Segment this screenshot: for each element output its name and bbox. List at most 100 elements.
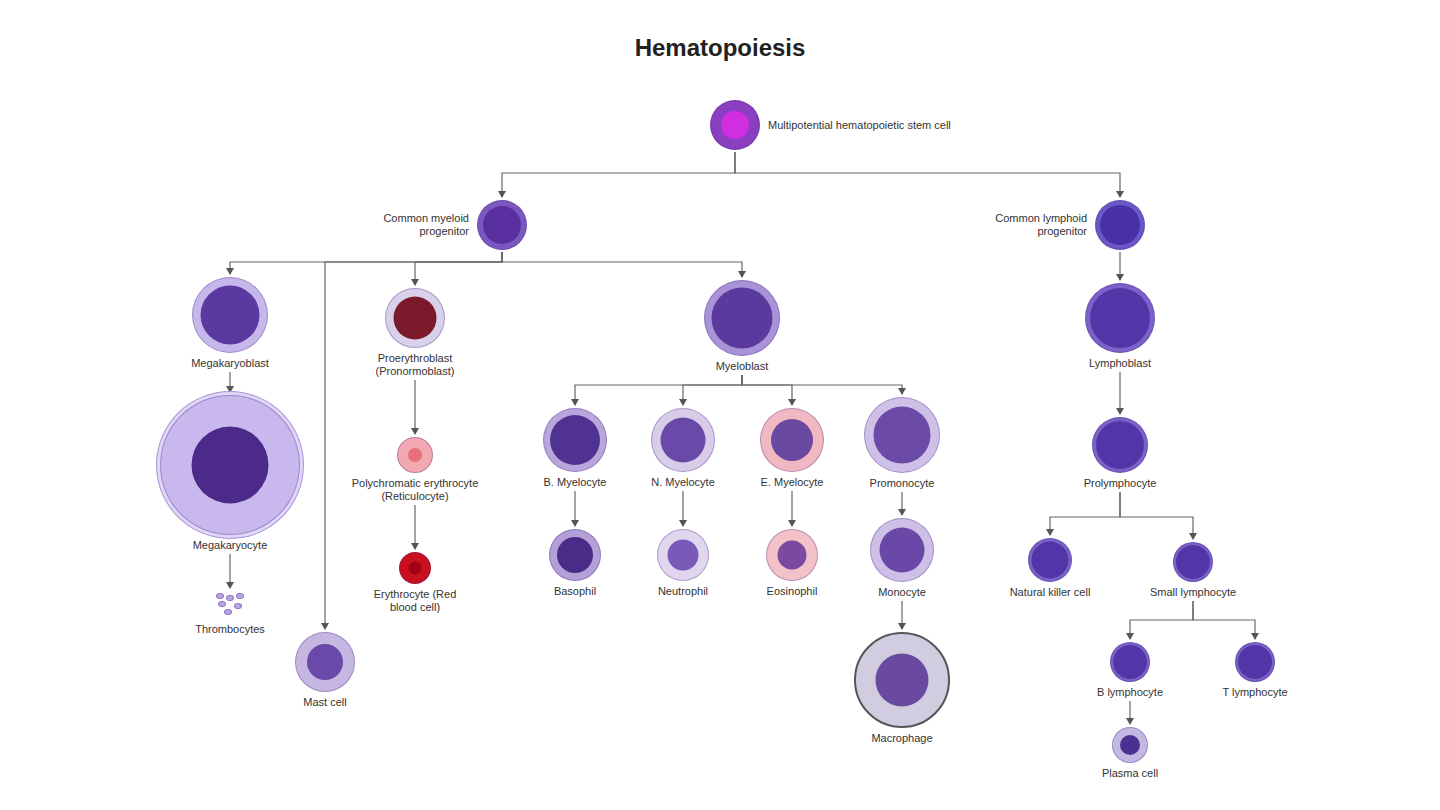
cell-label: Common lymphoid progenitor: [977, 212, 1087, 238]
cell-label: Common myeloid progenitor: [359, 212, 469, 238]
cell-label: Multipotential hematopoietic stem cell: [768, 119, 951, 132]
cell-label: Monocyte: [878, 586, 926, 599]
cell-nucleus: [712, 288, 773, 349]
lineage-arrow: [683, 375, 742, 405]
cell-label: B lymphocyte: [1097, 686, 1163, 699]
cell-node: Multipotential hematopoietic stem cell: [710, 100, 951, 150]
cell-nucleus: [557, 537, 593, 573]
cell-picture: [1092, 417, 1148, 473]
cell-nucleus: [1032, 542, 1069, 579]
cell-picture: [477, 200, 527, 250]
cell-picture: [216, 591, 244, 619]
cell-label: Promonocyte: [870, 477, 935, 490]
cell-label: Neutrophil: [658, 585, 708, 598]
cell-node: B lymphocyte: [1097, 642, 1163, 699]
cell-picture: [1112, 727, 1148, 763]
cell-label: Eosinophil: [767, 585, 818, 598]
cell-nucleus: [307, 644, 343, 680]
cell-node: E. Myelocyte: [760, 408, 824, 489]
cell-node: T lymphocyte: [1222, 642, 1287, 699]
cell-label: Proerythroblast (Pronormoblast): [360, 352, 470, 378]
cell-picture: [397, 437, 433, 473]
lineage-arrow: [325, 252, 502, 629]
cell-picture: [1085, 283, 1155, 353]
lineage-arrow: [229, 554, 230, 588]
platelet-dot: [218, 601, 226, 607]
cell-label: Polychromatic erythrocyte (Reticulocyte): [340, 477, 490, 503]
cell-node: Small lymphocyte: [1150, 542, 1236, 599]
cell-picture: [657, 529, 709, 581]
cell-nucleus: [1090, 288, 1150, 348]
cell-label: Basophil: [554, 585, 596, 598]
cell-nucleus: [550, 415, 600, 465]
lineage-arrow: [791, 491, 792, 526]
lineage-arrow: [1119, 252, 1120, 280]
platelet-dot: [234, 603, 242, 609]
cell-nucleus: [721, 111, 749, 139]
cell-nucleus: [661, 418, 706, 463]
lineage-arrow: [1129, 701, 1130, 724]
lineage-arrow: [735, 152, 1120, 197]
cell-picture: [385, 288, 445, 348]
lineage-arrow: [901, 601, 902, 629]
cell-label: T lymphocyte: [1222, 686, 1287, 699]
cell-node: N. Myelocyte: [651, 408, 715, 489]
cell-node: Megakaryoblast: [191, 277, 269, 370]
lineage-arrow: [1119, 372, 1120, 414]
cell-node: Neutrophil: [657, 529, 709, 598]
platelet-dot: [226, 595, 234, 601]
cell-nucleus: [668, 540, 699, 571]
cell-node: Polychromatic erythrocyte (Reticulocyte): [340, 437, 490, 503]
cell-picture: [651, 408, 715, 472]
cell-node: Erythrocyte (Red blood cell): [365, 552, 465, 614]
cell-picture: [766, 529, 818, 581]
cell-nucleus: [201, 286, 260, 345]
cell-nucleus: [874, 407, 931, 464]
cell-picture: [192, 277, 268, 353]
cell-nucleus: [1100, 205, 1140, 245]
cell-node: Common myeloid progenitor: [359, 200, 527, 250]
platelet-dot: [224, 609, 232, 615]
cell-node: Natural killer cell: [1010, 538, 1091, 599]
cell-picture: [864, 397, 940, 473]
cell-label: E. Myelocyte: [761, 476, 824, 489]
lineage-arrow: [415, 252, 502, 285]
cell-node: Mast cell: [295, 632, 355, 709]
platelet-dot: [216, 593, 224, 599]
cell-label: B. Myelocyte: [544, 476, 607, 489]
cell-picture: [870, 518, 934, 582]
cell-node: Eosinophil: [766, 529, 818, 598]
cell-label: Prolymphocyte: [1084, 477, 1157, 490]
cell-node: Proerythroblast (Pronormoblast): [360, 288, 470, 378]
cell-picture: [295, 632, 355, 692]
cell-nucleus: [876, 654, 929, 707]
lineage-arrow: [1193, 601, 1255, 639]
cell-nucleus: [778, 541, 807, 570]
cell-picture: [1095, 200, 1145, 250]
lineage-arrow: [1050, 492, 1120, 535]
lineage-arrow: [502, 152, 735, 197]
cell-node: B. Myelocyte: [543, 408, 607, 489]
cell-nucleus: [394, 297, 437, 340]
lineage-arrow: [742, 375, 792, 405]
lineage-arrow: [414, 505, 415, 549]
cell-label: Lymphoblast: [1089, 357, 1151, 370]
cell-node: Lymphoblast: [1085, 283, 1155, 370]
cell-nucleus: [1176, 545, 1210, 579]
cell-node: Basophil: [549, 529, 601, 598]
cell-label: Thrombocytes: [195, 623, 265, 636]
lineage-arrow: [574, 491, 575, 526]
cell-label: Plasma cell: [1102, 767, 1158, 780]
cell-picture: [1173, 542, 1213, 582]
cell-nucleus: [880, 528, 925, 573]
diagram-title: Hematopoiesis: [0, 34, 1440, 62]
cell-picture: [549, 529, 601, 581]
cell-label: Myeloblast: [716, 360, 769, 373]
cell-label: Natural killer cell: [1010, 586, 1091, 599]
lineage-arrow: [502, 252, 742, 277]
cell-nucleus: [1120, 735, 1140, 755]
cell-label: Erythrocyte (Red blood cell): [365, 588, 465, 614]
cell-picture: [710, 100, 760, 150]
cell-nucleus: [1238, 645, 1272, 679]
cell-node: Macrophage: [854, 632, 950, 745]
